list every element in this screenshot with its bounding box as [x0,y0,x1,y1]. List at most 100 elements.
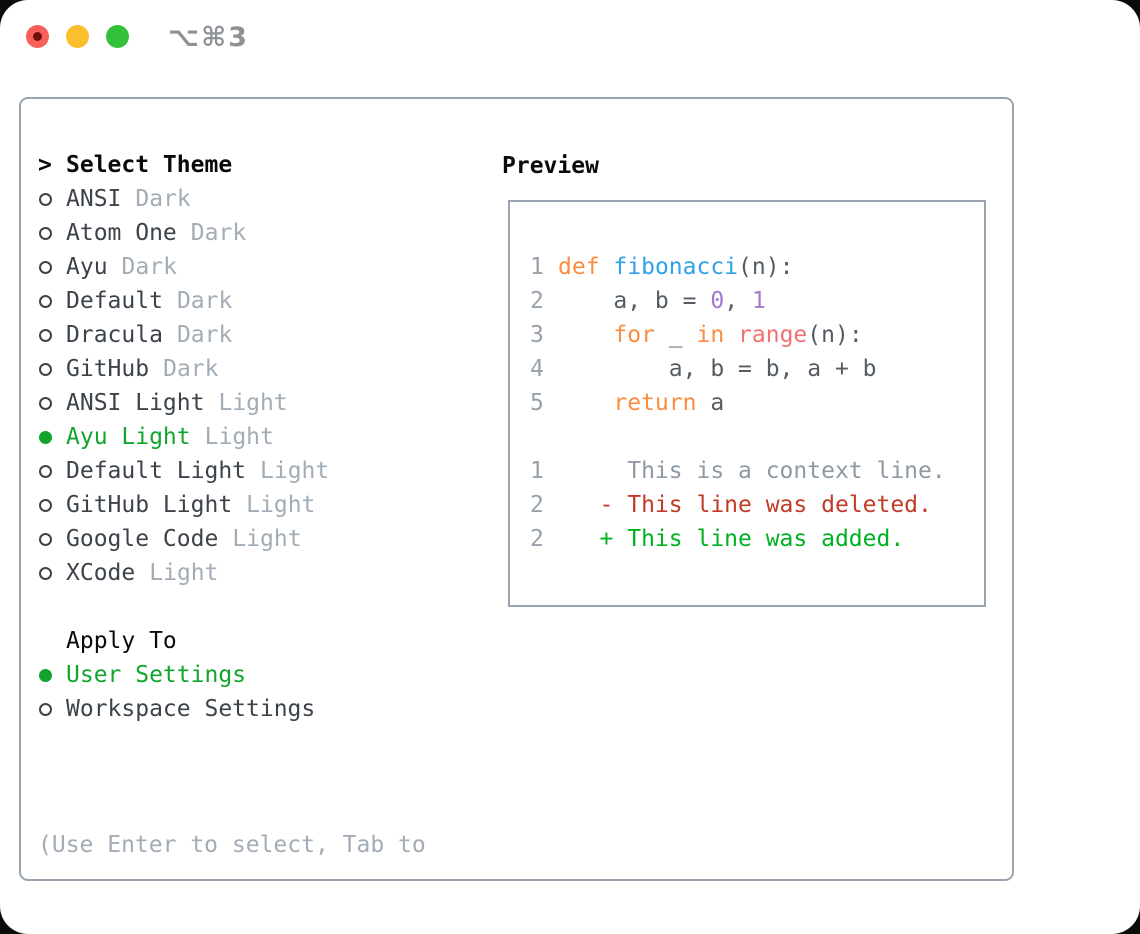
code-line: 3 for _ in range(n): [530,318,984,352]
theme-variant-tag: Light [260,458,330,484]
radio-icon [39,668,52,682]
code-token-kw: return [613,390,697,416]
theme-option[interactable]: Default Light Light [38,454,329,488]
theme-option[interactable]: ANSI Dark [38,182,329,216]
theme-option-name: GitHub [66,356,150,382]
code-token-fn: fibonacci [613,254,739,280]
apply-to-option-label: Workspace Settings [66,696,316,722]
theme-variant-tag: Light [232,526,302,552]
code-line: 5 return a [530,386,984,420]
theme-variant-tag: Light [204,424,274,450]
minimize-button[interactable] [66,25,89,48]
code-token-txt: a [696,390,725,416]
hint-line-2: change focus) [38,930,426,934]
theme-option-name: Ayu [66,254,108,280]
code-line: 2 - This line was deleted. [530,488,984,522]
code-token-num: 0 [710,288,725,314]
code-token-txt [724,322,738,348]
radio-icon [39,464,52,478]
theme-variant-tag: Dark [163,356,219,382]
zoom-button[interactable] [106,25,129,48]
code-token-txt: a, b = [558,288,711,314]
code-token-kw: for [613,322,655,348]
code-token-txt: _ [654,322,697,348]
radio-icon [39,362,52,376]
theme-option[interactable]: Dracula Dark [38,318,329,352]
theme-picker-panel: > Select Theme ANSI Dark Atom One Dark A… [19,97,1014,881]
radio-icon [39,294,52,308]
theme-option[interactable]: Google Code Light [38,522,329,556]
apply-to-option[interactable]: User Settings [38,658,315,692]
code-line: 2 a, b = 0, 1 [530,284,984,318]
apply-to-header: Apply To [38,624,315,658]
titlebar: ⌥⌘3 [0,0,1140,75]
code-line: 1 def fibonacci(n): [530,250,984,284]
line-number: 3 [530,322,544,348]
theme-option[interactable]: Default Dark [38,284,329,318]
theme-option[interactable]: XCode Light [38,556,329,590]
line-number: 5 [530,390,544,416]
theme-option[interactable]: GitHub Light Light [38,488,329,522]
theme-option-name: ANSI Light [66,390,205,416]
keyboard-hint: (Use Enter to select, Tab to change focu… [38,760,426,934]
code-token-kw: def [558,254,600,280]
code-token-txt: a, b = b, a + b [558,356,877,382]
radio-icon [39,328,52,342]
apply-to-option-label: User Settings [66,662,247,688]
code-token-txt [600,254,614,280]
theme-option[interactable]: Ayu Light Light [38,420,329,454]
theme-variant-tag: Dark [176,288,233,314]
hint-line-1: (Use Enter to select, Tab to [38,832,426,858]
theme-option-name: Default [66,288,163,314]
theme-list-title: Select Theme [66,152,233,178]
theme-option-name: Google Code [66,526,219,552]
line-number: 2 [530,492,544,518]
focus-caret-icon: > [38,152,52,178]
code-token-txt [558,322,613,348]
line-number: 1 [530,254,544,280]
code-token-txt: (n): [807,322,863,348]
code-token-txt: (n): [738,254,794,280]
theme-option-name: Ayu Light [66,424,191,450]
theme-option-name: GitHub Light [66,492,233,518]
code-line: 2 + This line was added. [530,522,984,556]
radio-icon [39,396,52,410]
radio-icon [39,566,52,580]
close-button[interactable] [26,25,49,48]
theme-variant-tag: Light [246,492,316,518]
theme-option[interactable]: ANSI Light Light [38,386,329,420]
theme-variant-tag: Dark [190,220,247,246]
radio-icon [39,192,52,206]
code-token-add: + This line was added. [558,526,905,552]
radio-icon [39,430,52,444]
theme-option[interactable]: Atom One Dark [38,216,329,250]
code-token-txt: , [724,288,752,314]
line-number: 4 [530,356,544,382]
apply-to-option[interactable]: Workspace Settings [38,692,315,726]
code-line: 1 This is a context line. [530,454,984,488]
theme-option[interactable]: Ayu Dark [38,250,329,284]
radio-icon [39,532,52,546]
preview-title: Preview [502,153,599,179]
window-shortcut-label: ⌥⌘3 [168,22,249,53]
theme-list-header: > Select Theme [38,148,329,182]
code-token-num: 1 [751,288,766,314]
code-token-call: range [738,322,808,348]
theme-list: > Select Theme ANSI Dark Atom One Dark A… [38,148,329,590]
traffic-lights [26,25,129,48]
code-line: 4 a, b = b, a + b [530,352,984,386]
theme-variant-tag: Light [149,560,219,586]
radio-icon [39,260,52,274]
theme-variant-tag: Dark [176,322,233,348]
theme-option[interactable]: GitHub Dark [38,352,329,386]
theme-option-name: XCode [66,560,136,586]
theme-option-name: Default Light [66,458,247,484]
theme-option-name: Dracula [66,322,163,348]
radio-icon [39,702,52,716]
theme-option-name: Atom One [66,220,177,246]
code-token-txt [558,390,613,416]
theme-variant-tag: Dark [121,254,177,280]
radio-icon [39,498,52,512]
